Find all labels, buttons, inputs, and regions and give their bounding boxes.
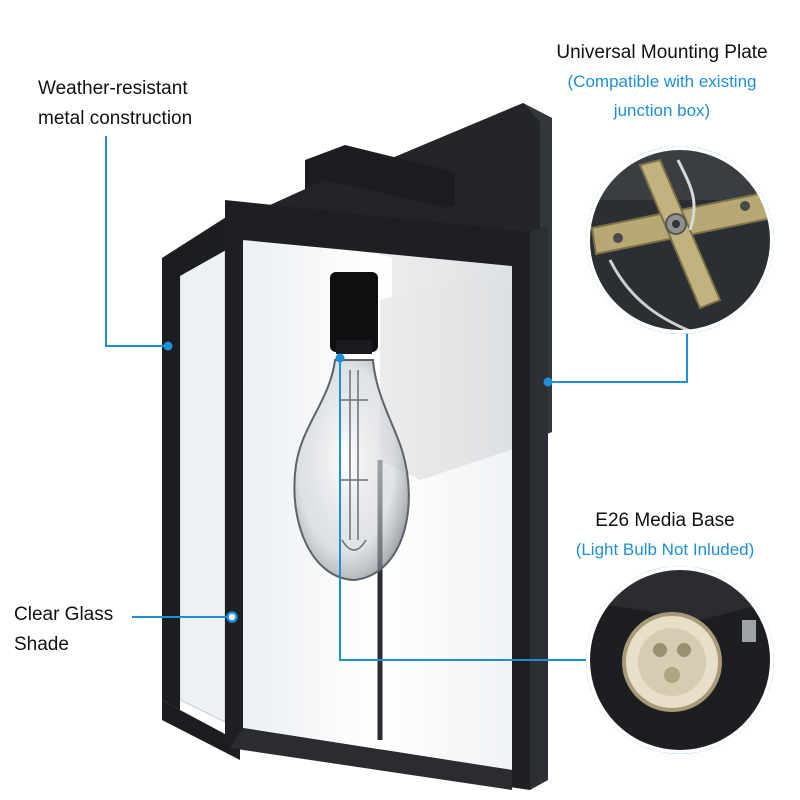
glass-panel-left xyxy=(179,245,226,723)
e26-base-note: (Light Bulb Not Inluded) xyxy=(575,540,755,559)
wall-sconce xyxy=(162,103,552,790)
weather-label-line1: Weather-resistant xyxy=(38,78,188,99)
bulb-socket xyxy=(330,272,378,352)
glass-shade-label-line2: Shade xyxy=(14,634,69,655)
top-cap xyxy=(305,145,455,212)
e26-base-title: E26 Media Base xyxy=(595,510,735,531)
callout-lines xyxy=(105,136,688,661)
glass-shade-label-line1: Clear Glass xyxy=(14,604,114,625)
e26-base-detail xyxy=(586,566,774,754)
mounting-plate-note-line1: (Compatible with existing xyxy=(567,72,757,91)
weather-label-line2: metal construction xyxy=(38,108,193,129)
callout-dots xyxy=(163,341,553,623)
mounting-plate-detail xyxy=(586,146,774,334)
mounting-plate-note-line2: junction box) xyxy=(613,101,711,120)
mounting-plate-title: Universal Mounting Plate xyxy=(556,42,768,63)
edison-bulb xyxy=(293,359,410,582)
